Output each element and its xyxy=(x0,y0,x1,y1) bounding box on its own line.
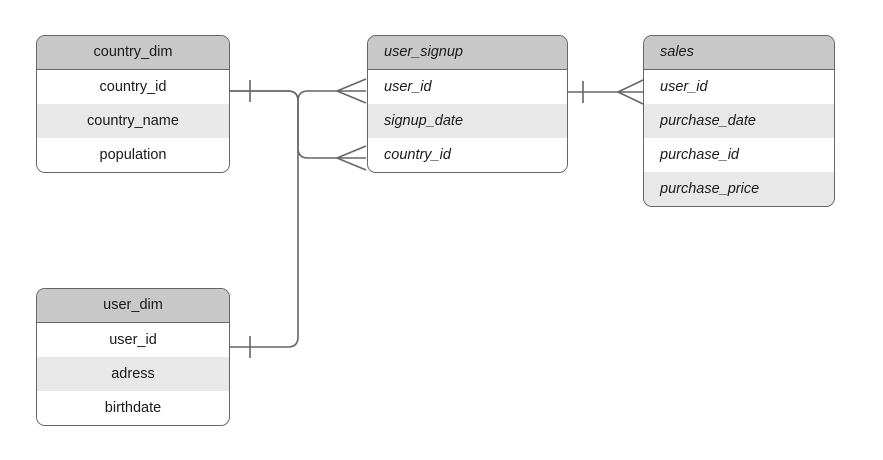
entity-column-country-name[interactable]: country_name xyxy=(37,104,229,138)
entity-table-user-dim[interactable]: user_dim user_id adress birthdate xyxy=(36,288,230,426)
entity-header-country-dim: country_dim xyxy=(37,36,229,70)
entity-column-user-id[interactable]: user_id xyxy=(368,70,567,104)
entity-column-user-id[interactable]: user_id xyxy=(37,323,229,357)
entity-column-purchase-price[interactable]: purchase_price xyxy=(644,172,834,206)
entity-column-user-id[interactable]: user_id xyxy=(644,70,834,104)
relationship-user-dim-to-user-signup xyxy=(230,101,299,358)
entity-column-country-id[interactable]: country_id xyxy=(368,138,567,172)
entity-column-purchase-date[interactable]: purchase_date xyxy=(644,104,834,138)
entity-column-adress[interactable]: adress xyxy=(37,357,229,391)
entity-table-country-dim[interactable]: country_dim country_id country_name popu… xyxy=(36,35,230,173)
cardinality-many-crowsfoot xyxy=(336,145,367,171)
entity-header-sales: sales xyxy=(644,36,834,70)
entity-column-signup-date[interactable]: signup_date xyxy=(368,104,567,138)
entity-column-purchase-id[interactable]: purchase_id xyxy=(644,138,834,172)
entity-header-user-dim: user_dim xyxy=(37,289,229,323)
entity-column-country-id[interactable]: country_id xyxy=(37,70,229,104)
entity-table-user-signup[interactable]: user_signup user_id signup_date country_… xyxy=(367,35,568,173)
entity-header-user-signup: user_signup xyxy=(368,36,567,70)
entity-column-population[interactable]: population xyxy=(37,138,229,172)
cardinality-many-crowsfoot xyxy=(336,78,367,104)
cardinality-many-crowsfoot xyxy=(617,79,644,105)
entity-table-sales[interactable]: sales user_id purchase_date purchase_id … xyxy=(643,35,835,207)
relationship-user-signup-to-sales xyxy=(568,79,644,105)
relationship-country-dim-to-user-signup xyxy=(230,78,367,171)
entity-column-birthdate[interactable]: birthdate xyxy=(37,391,229,425)
